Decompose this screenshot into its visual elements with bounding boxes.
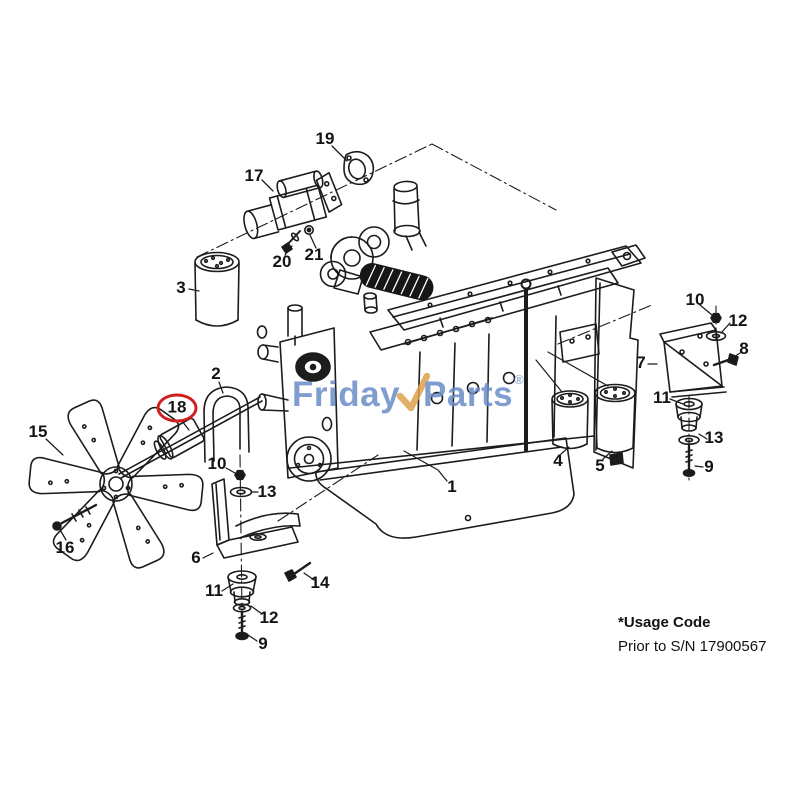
filter-part5 [547, 351, 636, 466]
washer-part12-right [705, 330, 727, 341]
isolator-part11-right [675, 397, 703, 432]
capscrew-part16 [52, 503, 98, 531]
mount-bracket-part7 [659, 322, 727, 398]
fridayparts-watermark: Friday Parts® [292, 372, 524, 412]
bracket-part6 [211, 478, 301, 559]
nut-part10-right [710, 312, 722, 324]
gasket-part19 [343, 150, 375, 186]
starter-part17 [243, 170, 343, 240]
exhaust-elbow [392, 180, 427, 251]
bolt-part14 [284, 561, 312, 582]
nut-part10-left [234, 469, 246, 481]
bolt-part20 [281, 230, 301, 254]
usage-code-title: *Usage Code [618, 614, 711, 631]
usage-code-serial: Prior to S/N 17900567 [618, 638, 767, 655]
bolt-part9-right [682, 444, 696, 477]
belt-part2 [203, 386, 250, 463]
fan-spacer-part18 [153, 417, 205, 460]
bolt-part9-left [235, 611, 249, 641]
fan-part15 [28, 399, 204, 569]
watermark-text-friday: Friday [292, 375, 401, 414]
registered-mark: ® [514, 372, 525, 387]
oil-filter-part3 [194, 251, 240, 327]
isolator-part11-left [227, 570, 257, 606]
turbocharger [319, 226, 390, 295]
fan-shaft [118, 396, 263, 479]
bolt-part8 [712, 353, 739, 367]
washer-part13-right [678, 434, 700, 445]
nut-part21 [303, 225, 314, 236]
leader-lines [45, 145, 741, 642]
filter-part4 [535, 359, 589, 450]
usage-code-note: *Usage Code Prior to S/N 17900567 [618, 611, 766, 659]
turbo-hose [359, 262, 434, 301]
check-swoosh-icon [396, 372, 431, 412]
engine-block-part1 [256, 244, 646, 539]
watermark-text-parts: Parts [423, 375, 514, 414]
